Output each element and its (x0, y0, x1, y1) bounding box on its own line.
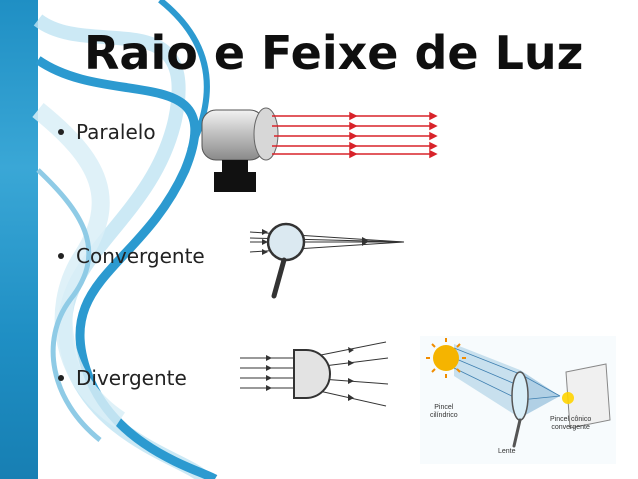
bullet-dot (58, 252, 64, 259)
bullet-divergente: Divergente (58, 366, 187, 390)
label-line: cilíndrico (430, 412, 458, 419)
bullet-dot (58, 128, 64, 135)
decorative-swirl (32, 0, 218, 479)
sun-lens-diagram (420, 336, 616, 464)
lens-icon (511, 371, 529, 421)
screen-icon (565, 363, 611, 429)
lens-label: Lente (498, 448, 516, 455)
divergent-beam-illustration (240, 341, 389, 407)
slide-title: Raio e Feixe de Luz (84, 26, 584, 80)
cylindrical-pencil-label: Pincel cilíndrico (430, 404, 458, 420)
bullet-label: Convergente (76, 244, 205, 268)
bullet-label: Paralelo (76, 120, 156, 144)
parallel-beam-illustration (201, 107, 438, 192)
decorative-sidebar (0, 0, 38, 479)
bullet-dot (58, 374, 64, 381)
label-line: Pincel cônico (550, 416, 592, 423)
label-line: convergente (551, 424, 590, 431)
bullet-label: Divergente (76, 366, 187, 390)
bullet-convergente: Convergente (58, 244, 205, 268)
convergent-beam-illustration (249, 222, 405, 299)
label-line: Pincel (434, 404, 454, 411)
light-pencil-illustration: Pincel cilíndrico Pincel cônico converge… (420, 336, 616, 464)
conic-pencil-label: Pincel cônico convergente (550, 416, 591, 432)
bullet-paralelo: Paralelo (58, 120, 156, 144)
sun-icon (426, 338, 466, 378)
